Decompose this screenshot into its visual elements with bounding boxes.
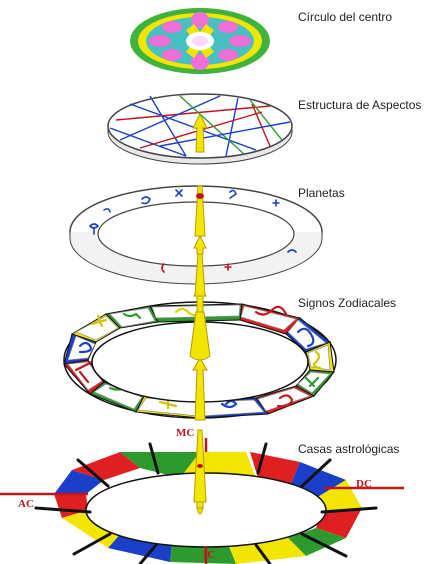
label-ac: AC: [18, 498, 34, 510]
label-signos: Signos Zodiacales: [298, 296, 396, 310]
label-aspectos: Estructura de Aspectos: [298, 98, 421, 112]
label-casas: Casas astrológicas: [298, 442, 399, 456]
label-dc: DC: [356, 478, 372, 490]
label-ic: IC: [203, 549, 215, 561]
label-planetas: Planetas: [298, 186, 345, 200]
center-circle-layer: [130, 8, 270, 74]
label-centro: Círculo del centro: [298, 10, 392, 24]
label-mc: MC: [176, 427, 194, 439]
